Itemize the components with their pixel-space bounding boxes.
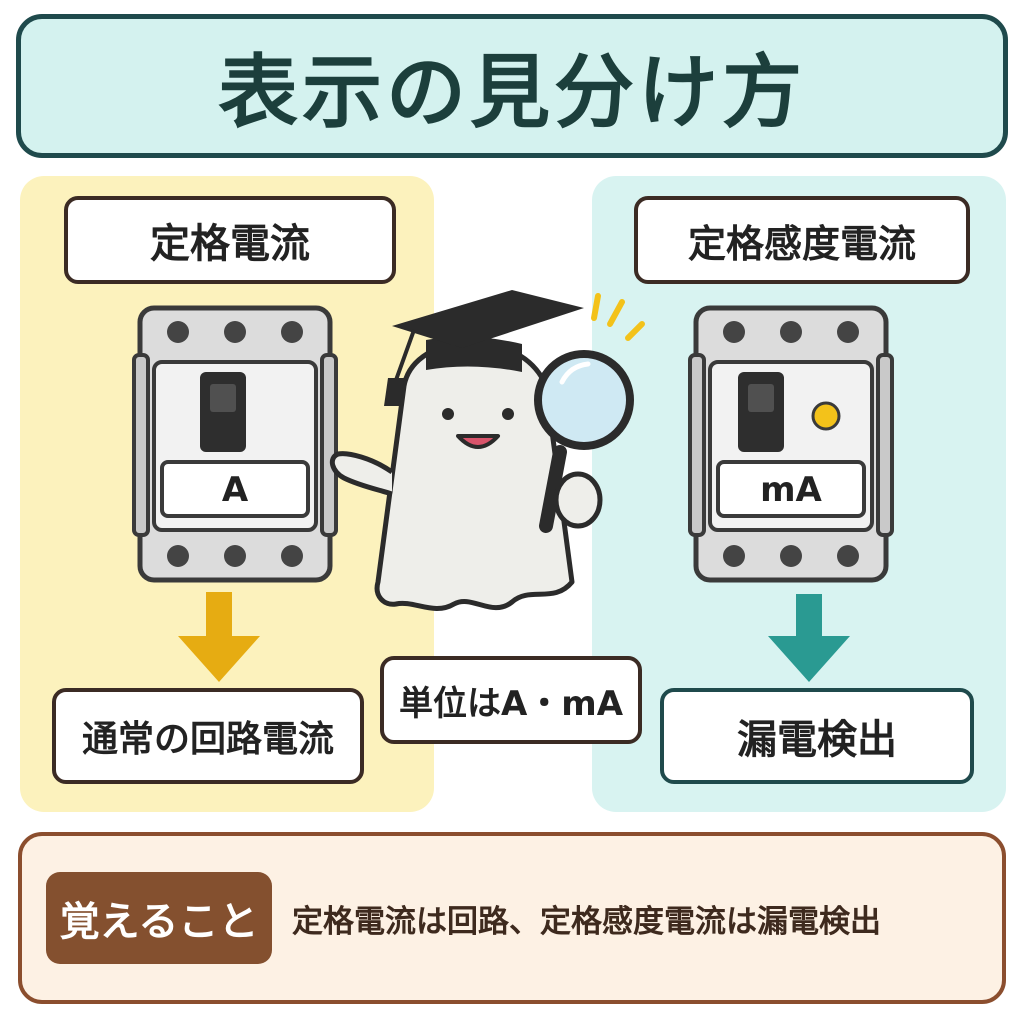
down-arrow-yellow-icon <box>178 592 260 682</box>
title-banner: 表示の見分け方 <box>16 14 1008 158</box>
leak-detection-text: 漏電検出 <box>737 717 897 763</box>
unit-label-text: 単位はA・mA <box>398 683 624 724</box>
unit-label: 単位はA・mA <box>380 656 642 744</box>
summary-text: 定格電流は回路、定格感度電流は漏電検出 <box>292 903 881 940</box>
down-arrow-teal-icon <box>768 594 850 682</box>
magnifying-glass-icon <box>534 350 634 533</box>
normal-circuit-current-text: 通常の回路電流 <box>81 719 334 760</box>
test-button-icon <box>811 401 841 431</box>
rated-sensitivity-heading-text: 定格感度電流 <box>687 221 916 266</box>
page-title: 表示の見分け方 <box>218 46 806 139</box>
rated-sensitivity-heading: 定格感度電流 <box>634 196 970 284</box>
breaker-rating-right: mA <box>760 470 822 510</box>
rated-current-heading-text: 定格電流 <box>150 221 310 267</box>
circuit-breaker-right-icon: mA <box>688 305 894 583</box>
rated-current-heading: 定格電流 <box>64 196 396 284</box>
memo-badge-text: 覚えること <box>59 899 259 945</box>
ghost-mascot-icon <box>329 290 645 611</box>
circuit-breaker-left-icon: A <box>132 305 338 583</box>
normal-circuit-current-label: 通常の回路電流 <box>52 688 364 784</box>
breaker-rating-left: A <box>222 470 249 510</box>
graduation-cap-icon <box>384 290 584 406</box>
leak-detection-label: 漏電検出 <box>660 688 974 784</box>
memo-badge: 覚えること <box>46 872 272 964</box>
